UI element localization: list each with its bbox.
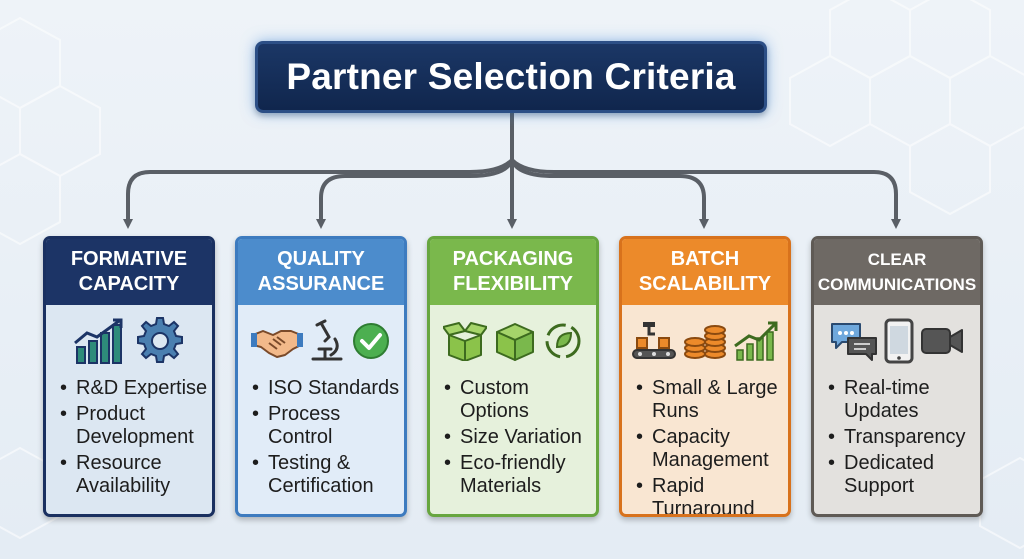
list-item-text: Development <box>76 426 194 448</box>
card-heading: CLEAR COMMUNICATIONS <box>814 239 980 305</box>
list-item: R&D Expertise <box>60 377 208 400</box>
bar-chart-growth-icon <box>74 318 123 364</box>
gear-icon <box>137 317 183 363</box>
heading-line: CAPACITY <box>78 273 180 295</box>
closed-box-icon <box>496 323 534 361</box>
list-item-text: Size Variation <box>460 426 582 448</box>
heading-line: PACKAGING <box>452 248 574 270</box>
connector-formative <box>123 158 514 229</box>
list-item-text: Options <box>460 400 529 422</box>
card-heading: FORMATIVE CAPACITY <box>46 239 212 305</box>
heading-line: FORMATIVE <box>70 248 188 270</box>
card-icon-row <box>46 305 212 377</box>
growth-chart-icon <box>734 321 778 361</box>
card-icon-row <box>238 305 404 377</box>
list-item-text: Product <box>76 403 145 425</box>
list-item-text: Rapid <box>652 475 705 497</box>
open-box-icon <box>443 322 487 361</box>
list-item-text: Management <box>652 449 769 471</box>
heading-line: FLEXIBILITY <box>453 273 573 295</box>
page-title: Partner Selection Criteria <box>286 56 736 97</box>
list-item: Size Variation <box>444 426 592 449</box>
video-camera-icon <box>921 328 963 354</box>
heading-line: BATCH <box>670 248 740 270</box>
connector-quality <box>316 158 514 229</box>
list-item-text: Capacity <box>652 426 730 448</box>
list-item-text: Control <box>268 426 333 448</box>
card-icon-row <box>622 305 788 377</box>
list-item-text: Materials <box>460 475 542 497</box>
heading-line: COMMUNICATIONS <box>817 275 977 294</box>
list-item: Testing &Certification <box>252 452 400 498</box>
stacked-coins-icon <box>684 325 726 359</box>
list-item-text: Transparency <box>844 426 966 448</box>
list-item-text: Resource <box>76 452 162 474</box>
list-item-text: Eco-friendly <box>460 452 566 474</box>
heading-line: CLEAR <box>867 250 927 269</box>
list-item-text: Updates <box>844 400 919 422</box>
list-item-text: Support <box>844 475 915 497</box>
list-item-text: Small & Large <box>652 377 778 399</box>
list-item: Transparency <box>828 426 976 449</box>
list-item-text: Dedicated <box>844 452 935 474</box>
chat-bubbles-icon <box>831 323 877 361</box>
heading-line: QUALITY <box>277 248 365 270</box>
heading-line: SCALABILITY <box>638 273 772 295</box>
list-item-text: R&D Expertise <box>76 377 208 399</box>
production-line-icon <box>632 322 676 359</box>
list-item-text: Testing & <box>268 452 351 474</box>
title-box: Partner Selection Criteria <box>255 41 767 113</box>
connector-batch <box>510 158 709 229</box>
card-heading: BATCH SCALABILITY <box>622 239 788 305</box>
list-item-text: Real-time <box>844 377 930 399</box>
checkmark-icon <box>353 323 389 359</box>
list-item-text: Turnaround <box>652 498 755 517</box>
card-heading: QUALITY ASSURANCE <box>238 239 404 305</box>
list-item: ISO Standards <box>252 377 400 400</box>
list-item-text: Availability <box>76 475 171 497</box>
list-item-text: ISO Standards <box>268 377 400 399</box>
card-icon-row <box>814 305 980 377</box>
card-heading: PACKAGING FLEXIBILITY <box>430 239 596 305</box>
list-item-text: Process <box>268 403 341 425</box>
microscope-icon <box>311 319 343 361</box>
card-quality-assurance: QUALITY ASSURANCE ISO Standards <box>235 236 407 517</box>
recycle-leaf-icon <box>545 323 581 359</box>
handshake-icon <box>251 330 303 358</box>
heading-line: ASSURANCE <box>257 273 385 295</box>
card-icon-row <box>430 305 596 377</box>
list-item-text: Certification <box>268 475 374 497</box>
connector-communications <box>510 158 901 229</box>
list-item-text: Custom <box>460 377 529 399</box>
smartphone-icon <box>884 318 914 364</box>
card-formative-capacity: FORMATIVE CAPACITY R&D Expertise Product… <box>43 236 215 517</box>
list-item-text: Runs <box>652 400 699 422</box>
